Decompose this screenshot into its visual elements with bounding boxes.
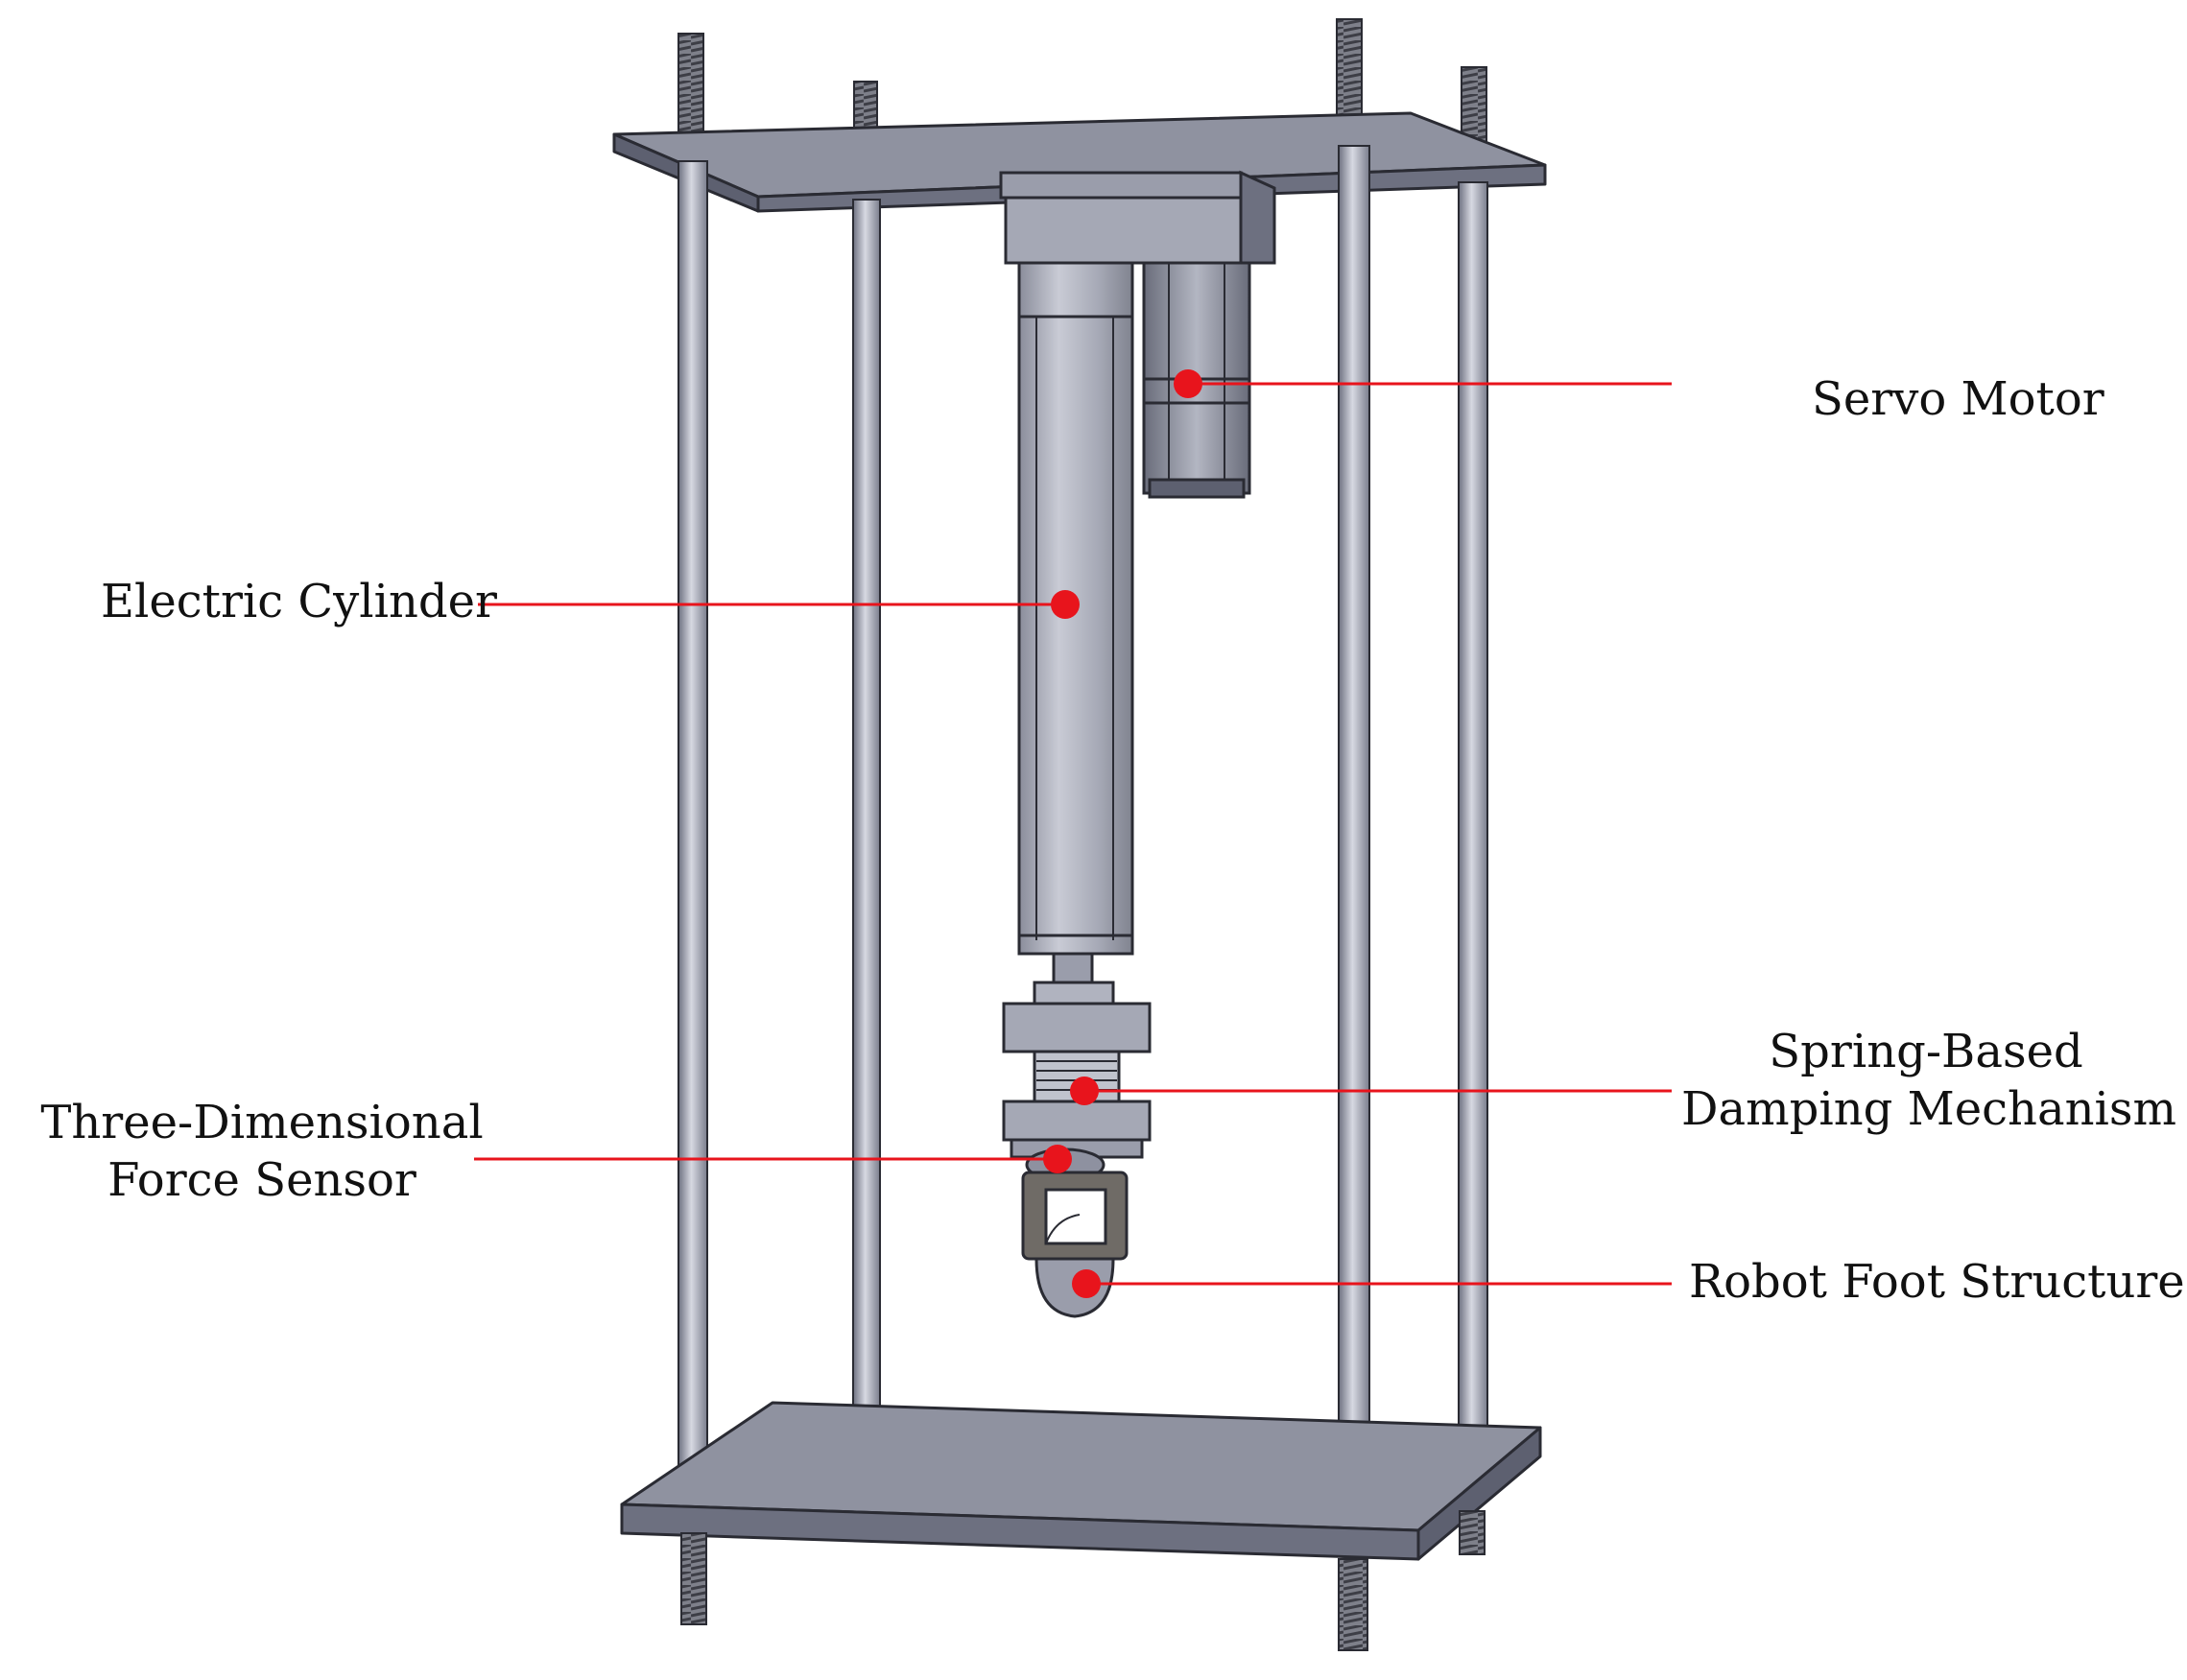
robot-foot [1021, 1171, 1129, 1318]
support-rods [677, 145, 1488, 1528]
servo-motor-label: Servo Motor [1812, 372, 2104, 426]
electric-cylinder-label: Electric Cylinder [101, 575, 497, 628]
leader-lines [474, 382, 1672, 1286]
force-sensor-label: Three-Dimensional Force Sensor [36, 1094, 487, 1209]
spring-damping-label: Spring-Based Damping Mechanism [1681, 1023, 2176, 1138]
spring-damping-dot [1070, 1077, 1099, 1105]
servo-motor-dot [1174, 369, 1202, 398]
force-sensor-label-line1: Three-Dimensional [40, 1096, 484, 1149]
cylinder-head [999, 170, 1276, 265]
leader-dots [1043, 369, 1202, 1298]
spring-damping-label-line2: Damping Mechanism [1681, 1082, 2176, 1136]
force-sensor-dot [1043, 1145, 1072, 1173]
bottom-plate [620, 1401, 1542, 1561]
electric-cylinder [1017, 261, 1134, 1006]
spring-damping-mechanism [1002, 1002, 1152, 1142]
threaded-rod-ends-bottom [680, 1510, 1486, 1651]
electric-cylinder-dot [1051, 590, 1080, 619]
force-sensor-label-line2: Force Sensor [107, 1153, 416, 1207]
robot-foot-dot [1072, 1269, 1101, 1298]
spring-damping-label-line1: Spring-Based [1769, 1025, 2083, 1078]
robot-foot-label: Robot Foot Structure [1689, 1255, 2185, 1309]
